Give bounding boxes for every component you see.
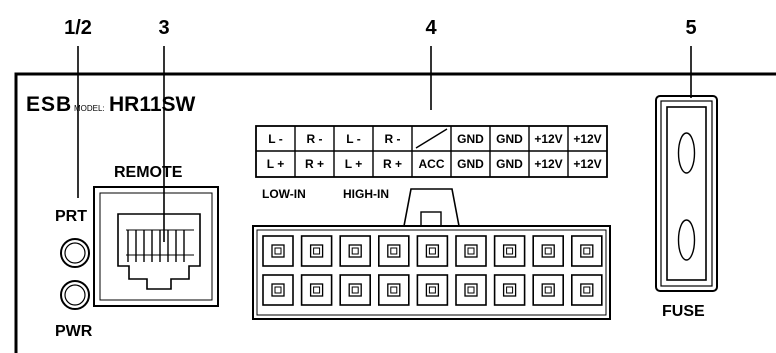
brand-logo: ESB (26, 93, 72, 116)
fuse-blade-top (677, 132, 696, 174)
terminal-cell-r2-7: GND (496, 157, 523, 171)
high-in-label: HIGH-IN (343, 187, 389, 201)
pwr-label: PWR (55, 323, 93, 340)
connector-pin (262, 274, 294, 306)
connector-pin (455, 274, 487, 306)
connector-pin (377, 235, 410, 267)
fuse-blade-bottom (677, 219, 696, 261)
model-number: HR11SW (109, 93, 196, 116)
fuse-holder (655, 95, 718, 292)
empty-cell-slash (415, 128, 448, 149)
connector-pin (339, 235, 372, 267)
model-prefix: MODEL: (74, 104, 105, 113)
connector-pin (300, 235, 333, 267)
pwr-led (60, 280, 90, 310)
terminal-cell-r2-2: R + (305, 157, 324, 171)
connector-pin (493, 274, 526, 306)
terminal-cell-r1-4: R - (385, 132, 401, 146)
connector-pin (570, 274, 603, 306)
terminal-cell-r2-8: +12V (534, 157, 562, 171)
callout-5: 5 (685, 17, 696, 39)
connector-pin (416, 235, 449, 267)
fuse-label: FUSE (662, 303, 705, 320)
connector-pin (455, 235, 487, 267)
prt-led (60, 238, 90, 268)
terminal-cell-r1-1: L - (268, 132, 282, 146)
connector-pin (532, 235, 565, 267)
terminal-cell-r2-4: R + (383, 157, 402, 171)
remote-port (93, 186, 219, 307)
connector-pin (339, 274, 372, 306)
low-in-label: LOW-IN (262, 187, 306, 201)
terminal-cell-r2-6: GND (457, 157, 484, 171)
connector-pin-grid (262, 235, 603, 306)
terminal-cell-r1-3: L - (346, 132, 360, 146)
remote-label: REMOTE (114, 164, 183, 181)
callout-4: 4 (425, 17, 437, 39)
terminal-cell-r1-2: R - (307, 132, 323, 146)
prt-label: PRT (55, 208, 87, 225)
terminal-cell-r2-3: L + (345, 157, 362, 171)
connector-pin (262, 235, 294, 267)
panel-outline (14, 72, 776, 353)
terminal-cell-r1-7: GND (496, 132, 523, 146)
connector-pin (416, 274, 449, 306)
terminal-table: L - R - L - R - GND GND +12V +12V L + R … (255, 125, 608, 178)
connector-pin (377, 274, 410, 306)
connector-pin (493, 235, 526, 267)
connector-pin (570, 235, 603, 267)
terminal-cell-r2-1: L + (267, 157, 284, 171)
callout-3: 3 (158, 17, 169, 39)
terminal-cell-r2-5: ACC (419, 157, 445, 171)
terminal-cell-r2-9: +12V (573, 157, 601, 171)
terminal-cell-r1-9: +12V (573, 132, 601, 146)
connector-pin (532, 274, 565, 306)
connector-pin (300, 274, 333, 306)
terminal-cell-r1-8: +12V (534, 132, 562, 146)
callout-1-2: 1/2 (64, 17, 92, 39)
power-connector (252, 188, 611, 320)
terminal-cell-r1-6: GND (457, 132, 484, 146)
